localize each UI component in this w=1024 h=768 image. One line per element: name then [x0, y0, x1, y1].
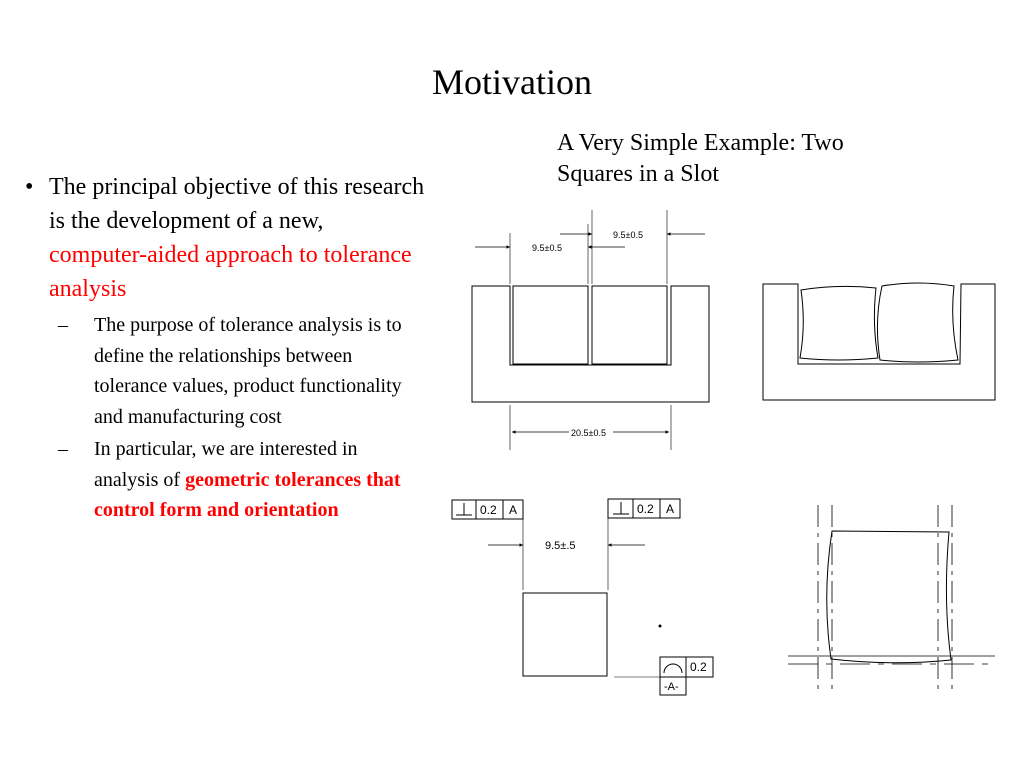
fcf-bottom-value: 0.2: [690, 660, 707, 674]
fcf-left-datum: A: [509, 503, 517, 517]
example-subtitle: A Very Simple Example: Two Squares in a …: [557, 130, 844, 187]
slot-outline: [471, 285, 710, 403]
dim-slot-label: 20.5±0.5: [571, 428, 606, 438]
fcf-right: [607, 498, 681, 519]
deformed-square: [826, 530, 952, 664]
slide-title: Motivation: [432, 62, 592, 102]
perpendicularity-icon: [456, 503, 472, 516]
bullet-list: • The principal objective of this resear…: [20, 170, 425, 526]
datum-label: -A-: [664, 681, 679, 693]
deformed-slot-drawing: [762, 282, 996, 401]
dash-marker: –: [58, 438, 68, 460]
sub-bullet-purpose-text: The purpose of tolerance analysis is to …: [94, 314, 402, 428]
fcf-right-value: 0.2: [637, 502, 654, 516]
bullet-marker: •: [25, 174, 34, 200]
dash-marker: –: [58, 314, 68, 336]
fcf-right-datum: A: [666, 502, 674, 516]
gdt-square-drawing: [451, 498, 714, 696]
tolerance-zone-drawing: [788, 505, 995, 690]
sub-bullet-interest-text: In particular, we are interested in anal…: [94, 438, 358, 491]
dim-square-label: 9.5±.5: [545, 540, 576, 552]
bullet-objective: • The principal objective of this resear…: [20, 170, 425, 306]
sub-bullet-interest: – In particular, we are interested in an…: [20, 434, 425, 526]
bullet-objective-highlight: computer-aided approach to tolerance ana…: [49, 242, 412, 302]
left-square: [512, 285, 589, 365]
deformed-right-square: [876, 282, 959, 363]
fcf-left-value: 0.2: [480, 503, 497, 517]
sub-bullet-interest-highlight: geometric tolerances that control form a…: [94, 468, 401, 522]
dim-right-label: 9.5±0.5: [613, 230, 643, 240]
right-square: [591, 285, 668, 365]
sub-bullet-purpose: – The purpose of tolerance analysis is t…: [20, 310, 425, 432]
slot-assembly-drawing: [471, 210, 710, 450]
bullet-objective-text: The principal objective of this research…: [49, 174, 425, 234]
perpendicularity-icon: [613, 502, 629, 515]
dim-left-label: 9.5±0.5: [532, 243, 562, 253]
datum-frame: [659, 676, 687, 696]
fcf-left: [451, 499, 524, 520]
profile-icon: [663, 663, 683, 674]
slot-outline-deformed: [762, 283, 996, 401]
nominal-square: [522, 592, 608, 677]
deformed-left-square: [799, 285, 879, 361]
